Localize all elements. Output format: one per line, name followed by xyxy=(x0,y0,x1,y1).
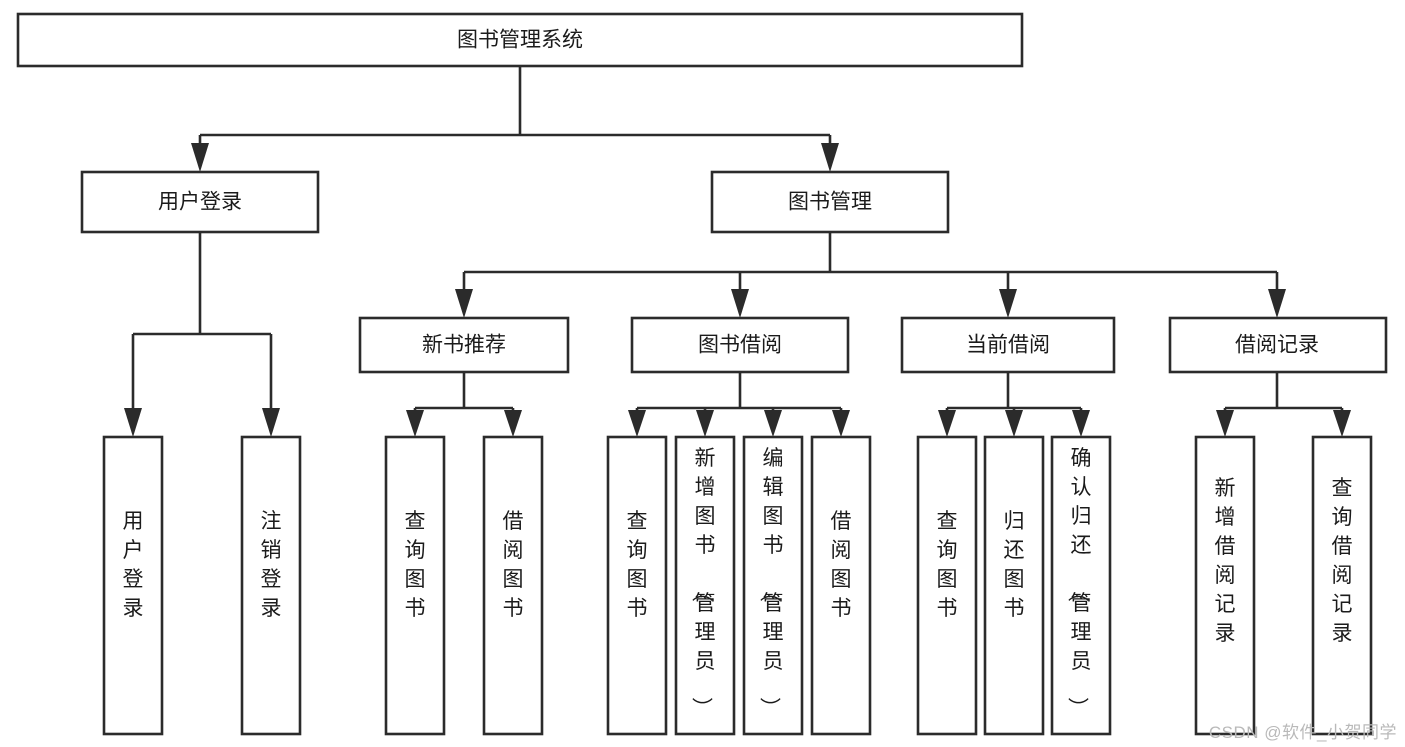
leaf-borrow-book-1-box[interactable] xyxy=(482,435,544,736)
node-root[interactable]: 图书管理系统 xyxy=(16,12,1024,68)
node-new-book-recommend-label: 新书推荐 xyxy=(422,334,506,357)
leaf-borrow-book-2-label: 借阅图书 xyxy=(831,510,852,620)
leaf-query-book-1-box[interactable] xyxy=(384,435,446,736)
node-new-book-recommend-box[interactable] xyxy=(358,316,570,374)
leaf-user-login-label: 用户登录 xyxy=(123,510,144,620)
arrow-to-leaf-user-login xyxy=(124,408,142,437)
leaf-edit-book-box[interactable] xyxy=(742,435,804,736)
leaf-add-book-label: 新增图书（管理员） xyxy=(690,447,716,718)
leaf-query-record[interactable]: 查询借阅记录 xyxy=(1311,435,1373,736)
leaf-return-book[interactable]: 归还图书 xyxy=(983,435,1045,736)
leaf-query-book-3-label: 查询图书 xyxy=(937,510,958,620)
arrow-to-leaf-query-record xyxy=(1333,410,1351,437)
leaf-user-login-box[interactable] xyxy=(102,435,164,736)
node-root-label: 图书管理系统 xyxy=(457,29,583,52)
arrow-to-leaf-add-book xyxy=(696,410,714,437)
leaf-user-login[interactable]: 用户登录 xyxy=(102,435,164,736)
leaf-query-book-2-box[interactable] xyxy=(606,435,668,736)
node-current-borrow-label: 当前借阅 xyxy=(966,334,1050,357)
leaf-query-book-1-label: 查询图书 xyxy=(405,510,426,620)
arrow-to-leaf-borrow-book-2 xyxy=(832,410,850,437)
node-book-management[interactable]: 图书管理 xyxy=(710,170,950,234)
node-user-login[interactable]: 用户登录 xyxy=(80,170,320,234)
node-user-login-label: 用户登录 xyxy=(158,191,242,214)
node-book-borrow-box[interactable] xyxy=(630,316,850,374)
leaf-logout-box[interactable] xyxy=(240,435,302,736)
leaf-borrow-book-1-label: 借阅图书 xyxy=(503,510,524,620)
arrow-to-leaf-logout xyxy=(262,408,280,437)
node-new-book-recommend[interactable]: 新书推荐 xyxy=(358,316,570,374)
leaf-borrow-book-2-box[interactable] xyxy=(810,435,872,736)
arrow-to-leaf-query-book-1 xyxy=(406,410,424,437)
leaf-add-record[interactable]: 新增借阅记录 xyxy=(1194,435,1256,736)
leaf-query-book-3[interactable]: 查询图书 xyxy=(916,435,978,736)
watermark-credit: CSDN @软件_小贺同学 xyxy=(1208,723,1397,742)
leaf-add-book[interactable]: 新增图书（管理员） xyxy=(674,435,736,736)
node-borrow-record-label: 借阅记录 xyxy=(1235,334,1319,357)
arrow-to-current-borrow xyxy=(999,289,1017,318)
arrow-to-book-manage xyxy=(821,143,839,172)
leaf-add-book-box[interactable] xyxy=(674,435,736,736)
node-book-management-label: 图书管理 xyxy=(788,191,872,214)
leaf-return-book-label: 归还图书 xyxy=(1004,510,1025,620)
leaf-borrow-book-2[interactable]: 借阅图书 xyxy=(810,435,872,736)
arrow-to-leaf-query-book-3 xyxy=(938,410,956,437)
node-book-borrow-label: 图书借阅 xyxy=(698,334,782,357)
arrow-to-borrow-record xyxy=(1268,289,1286,318)
leaf-confirm-return-label: 确认归还（管理员） xyxy=(1066,447,1092,718)
arrow-to-new-book-rec xyxy=(455,289,473,318)
leaf-query-book-2[interactable]: 查询图书 xyxy=(606,435,668,736)
arrow-to-leaf-confirm-return xyxy=(1072,410,1090,437)
node-current-borrow[interactable]: 当前借阅 xyxy=(900,316,1116,374)
leaf-query-book-1[interactable]: 查询图书 xyxy=(384,435,446,736)
leaf-edit-book-label: 编辑图书（管理员） xyxy=(758,447,784,718)
leaf-logout[interactable]: 注销登录 xyxy=(240,435,302,736)
node-borrow-record[interactable]: 借阅记录 xyxy=(1168,316,1388,374)
arrow-to-leaf-add-record xyxy=(1216,410,1234,437)
node-borrow-record-box[interactable] xyxy=(1168,316,1388,374)
arrow-to-book-borrow xyxy=(731,289,749,318)
arrow-to-user-login xyxy=(191,143,209,172)
leaf-return-book-box[interactable] xyxy=(983,435,1045,736)
node-user-login-box[interactable] xyxy=(80,170,320,234)
leaf-borrow-book-1[interactable]: 借阅图书 xyxy=(482,435,544,736)
node-book-management-box[interactable] xyxy=(710,170,950,234)
leaf-add-record-box[interactable] xyxy=(1194,435,1256,736)
leaf-query-book-2-label: 查询图书 xyxy=(627,510,648,620)
leaf-query-record-label: 查询借阅记录 xyxy=(1332,477,1353,645)
arrow-to-leaf-edit-book xyxy=(764,410,782,437)
leaf-confirm-return[interactable]: 确认归还（管理员） xyxy=(1050,435,1112,736)
leaf-confirm-return-box[interactable] xyxy=(1050,435,1112,736)
arrow-to-leaf-return-book xyxy=(1005,410,1023,437)
leaf-logout-label: 注销登录 xyxy=(261,510,282,620)
node-book-borrow[interactable]: 图书借阅 xyxy=(630,316,850,374)
node-root-box[interactable] xyxy=(16,12,1024,68)
leaf-query-book-3-box[interactable] xyxy=(916,435,978,736)
node-current-borrow-box[interactable] xyxy=(900,316,1116,374)
leaf-add-record-label: 新增借阅记录 xyxy=(1215,477,1236,645)
arrow-to-leaf-borrow-book-1 xyxy=(504,410,522,437)
arrow-to-leaf-query-book-2 xyxy=(628,410,646,437)
leaf-query-record-box[interactable] xyxy=(1311,435,1373,736)
connector-layer xyxy=(124,66,1351,437)
leaf-edit-book[interactable]: 编辑图书（管理员） xyxy=(742,435,804,736)
